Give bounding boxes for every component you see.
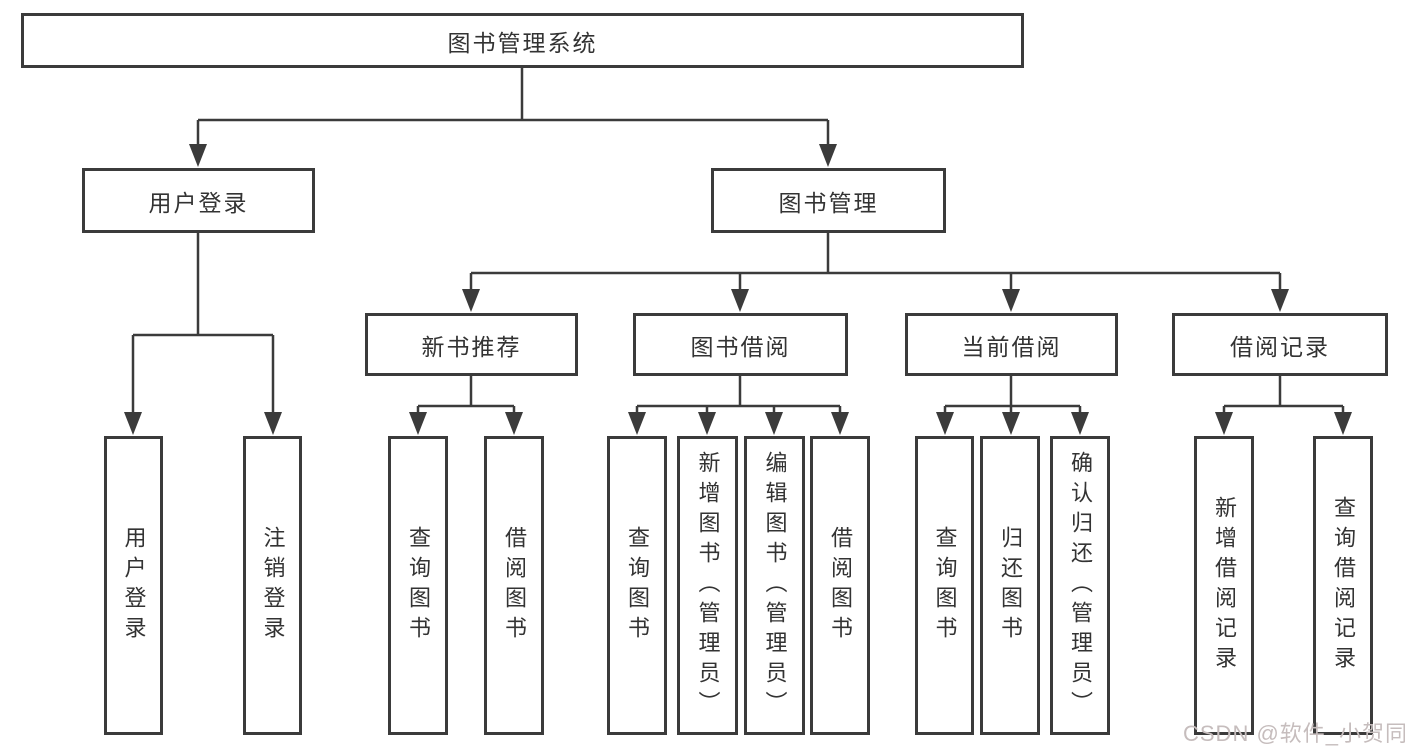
arrowhead-down-icon xyxy=(628,412,646,435)
node-label: 查询借阅记录 xyxy=(1331,495,1356,676)
node-label: 借阅图书 xyxy=(502,525,527,646)
csdn-watermark: CSDN @软件_小贺同学 xyxy=(1183,721,1405,746)
connector-book-borrow xyxy=(628,376,849,435)
arrowhead-down-icon xyxy=(1002,412,1020,435)
arrowhead-down-icon xyxy=(462,289,480,312)
leaf-add-books-admin: 新增图书（管理员） xyxy=(677,436,738,735)
connector-root xyxy=(189,68,837,167)
node-new-book-recommend: 新书推荐 xyxy=(365,313,578,376)
node-label: 注销登录 xyxy=(260,525,286,646)
arrowhead-down-icon xyxy=(765,412,783,435)
node-label: 图书借阅 xyxy=(690,333,791,360)
leaf-user-login: 用户登录 xyxy=(104,436,163,735)
connector-borrow-records xyxy=(1215,376,1352,435)
node-borrow-records: 借阅记录 xyxy=(1172,313,1388,376)
node-label: 用户登录 xyxy=(148,189,249,216)
leaf-query-books-current: 查询图书 xyxy=(915,436,974,735)
arrowhead-down-icon xyxy=(1071,412,1089,435)
node-label: 新增借阅记录 xyxy=(1212,495,1237,676)
arrowhead-down-icon xyxy=(698,412,716,435)
arrowhead-down-icon xyxy=(731,289,749,312)
leaf-return-books: 归还图书 xyxy=(980,436,1040,735)
arrowhead-down-icon xyxy=(505,412,523,435)
node-label: 查询图书 xyxy=(625,525,650,646)
leaf-borrow-books: 借阅图书 xyxy=(810,436,870,735)
node-label: 查询图书 xyxy=(932,525,958,646)
node-book-borrow: 图书借阅 xyxy=(633,313,848,376)
arrowhead-down-icon xyxy=(264,412,282,435)
arrowhead-down-icon xyxy=(409,412,427,435)
node-label: 编辑图书（管理员） xyxy=(762,450,788,721)
connector-current-borrow xyxy=(936,376,1089,435)
node-book-management-system: 图书管理系统 xyxy=(21,13,1024,68)
leaf-query-books-recommend: 查询图书 xyxy=(388,436,448,735)
leaf-add-borrow-record: 新增借阅记录 xyxy=(1194,436,1254,735)
arrowhead-down-icon xyxy=(819,144,837,167)
node-label: 借阅图书 xyxy=(828,525,853,646)
arrowhead-down-icon xyxy=(1215,412,1233,435)
node-label: 归还图书 xyxy=(998,525,1023,646)
arrowhead-down-icon xyxy=(124,412,142,435)
node-label: 借阅记录 xyxy=(1230,333,1330,360)
arrowhead-down-icon xyxy=(1271,289,1289,312)
node-user-login: 用户登录 xyxy=(82,168,315,233)
arrowhead-down-icon xyxy=(936,412,954,435)
leaf-borrow-books-recommend: 借阅图书 xyxy=(484,436,544,735)
connector-book-management xyxy=(462,233,1289,312)
arrowhead-down-icon xyxy=(831,412,849,435)
node-label: 图书管理 xyxy=(778,189,879,216)
leaf-logout-login: 注销登录 xyxy=(243,436,302,735)
arrowhead-down-icon xyxy=(189,144,207,167)
node-current-borrow: 当前借阅 xyxy=(905,313,1118,376)
node-book-management: 图书管理 xyxy=(711,168,946,233)
leaf-query-books-borrow: 查询图书 xyxy=(607,436,667,735)
leaf-query-borrow-record: 查询借阅记录 xyxy=(1313,436,1373,735)
node-label: 查询图书 xyxy=(406,525,431,646)
node-label: 当前借阅 xyxy=(961,333,1062,360)
arrowhead-down-icon xyxy=(1002,289,1020,312)
node-label: 用户登录 xyxy=(121,525,147,646)
leaf-edit-books-admin: 编辑图书（管理员） xyxy=(744,436,805,735)
connector-user-login xyxy=(124,233,282,435)
arrowhead-down-icon xyxy=(1334,412,1352,435)
connector-new-book-recommend xyxy=(409,376,523,435)
leaf-confirm-return-admin: 确认归还（管理员） xyxy=(1050,436,1110,735)
node-label: 确认归还（管理员） xyxy=(1068,450,1093,721)
node-label: 图书管理系统 xyxy=(447,29,598,56)
node-label: 新增图书（管理员） xyxy=(695,450,721,721)
node-label: 新书推荐 xyxy=(421,333,522,360)
